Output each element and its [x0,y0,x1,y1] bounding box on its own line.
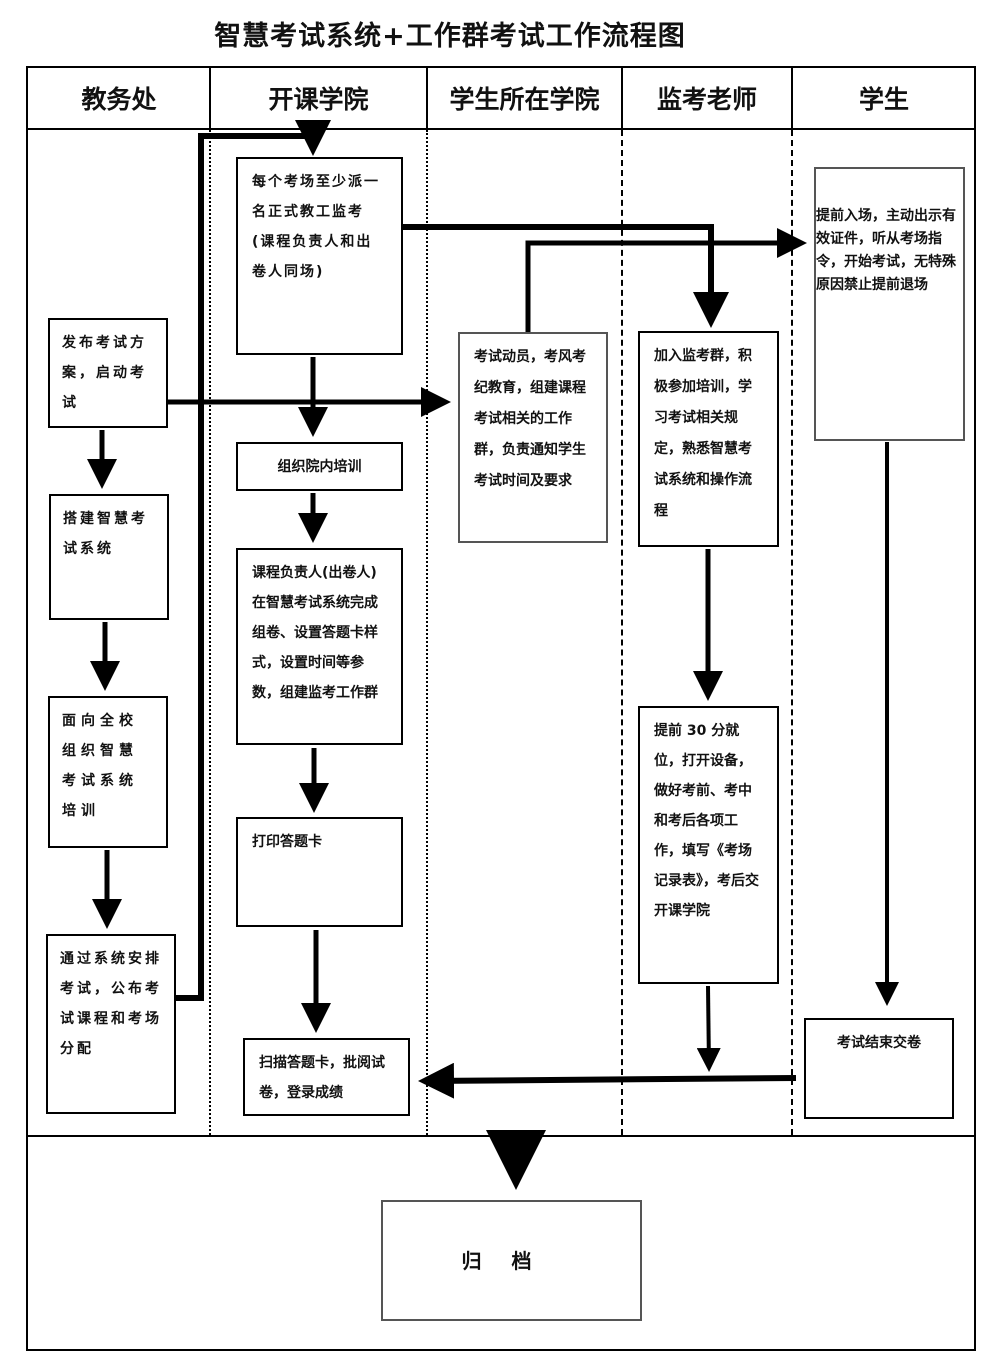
box-setup-exam: 课程负责人(出卷人)在智慧考试系统完成组卷、设置答题卡样式，设置时间等参数，组建… [236,548,403,745]
box-archive: 归档 [381,1200,642,1321]
diagram-frame [26,66,976,1351]
box-submit-paper: 考试结束交卷 [804,1018,954,1119]
lane-divider [791,130,793,1135]
box-join-group: 加入监考群，积极参加培训，学习考试相关规定，熟悉智慧考试系统和操作流程 [638,331,779,547]
lane-divider [791,66,793,130]
box-print-cards: 打印答题卡 [236,817,403,927]
lane-divider [209,130,211,1135]
box-student-enter: 提前入场，主动出示有效证件，听从考场指令，开始考试，无特殊原因禁止提前退场 [814,167,965,441]
box-scan-grade: 扫描答题卡，批阅试卷，登录成绩 [243,1038,410,1116]
box-assign-invigilator: 每个考场至少派一名正式教工监考(课程负责人和出卷人同场) [236,157,403,355]
lane-divider [621,130,623,1135]
box-internal-training: 组织院内培训 [236,442,403,491]
lane-header-row [26,66,976,130]
lane-header-academic-affairs: 教务处 [81,85,157,114]
archive-section-divider [26,1135,976,1137]
box-arrange-exam: 通过系统安排考试，公布考试课程和考场分配 [46,934,176,1114]
box-publish-plan: 发布考试方案，启动考试 [48,318,168,428]
lane-divider [426,130,428,1135]
lane-divider [209,66,211,130]
box-train-school: 面向全校组织智慧考试系统培训 [48,696,168,848]
lane-header-invigilator: 监考老师 [656,85,757,114]
box-on-site: 提前 30 分就位，打开设备，做好考前、考中和考后各项工作，填写《考场记录表》，… [638,706,779,984]
lane-divider [426,66,428,130]
page-title: 智慧考试系统+工作群考试工作流程图 [214,21,686,52]
lane-divider [621,66,623,130]
box-mobilize-students: 考试动员，考风考纪教育，组建课程考试相关的工作群，负责通知学生考试时间及要求 [458,332,608,543]
lane-header-student: 学生 [858,85,909,114]
box-build-system: 搭建智慧考试系统 [49,494,169,620]
lane-header-student-college: 学生所在学院 [449,85,600,114]
lane-header-teaching-college: 开课学院 [268,85,369,114]
